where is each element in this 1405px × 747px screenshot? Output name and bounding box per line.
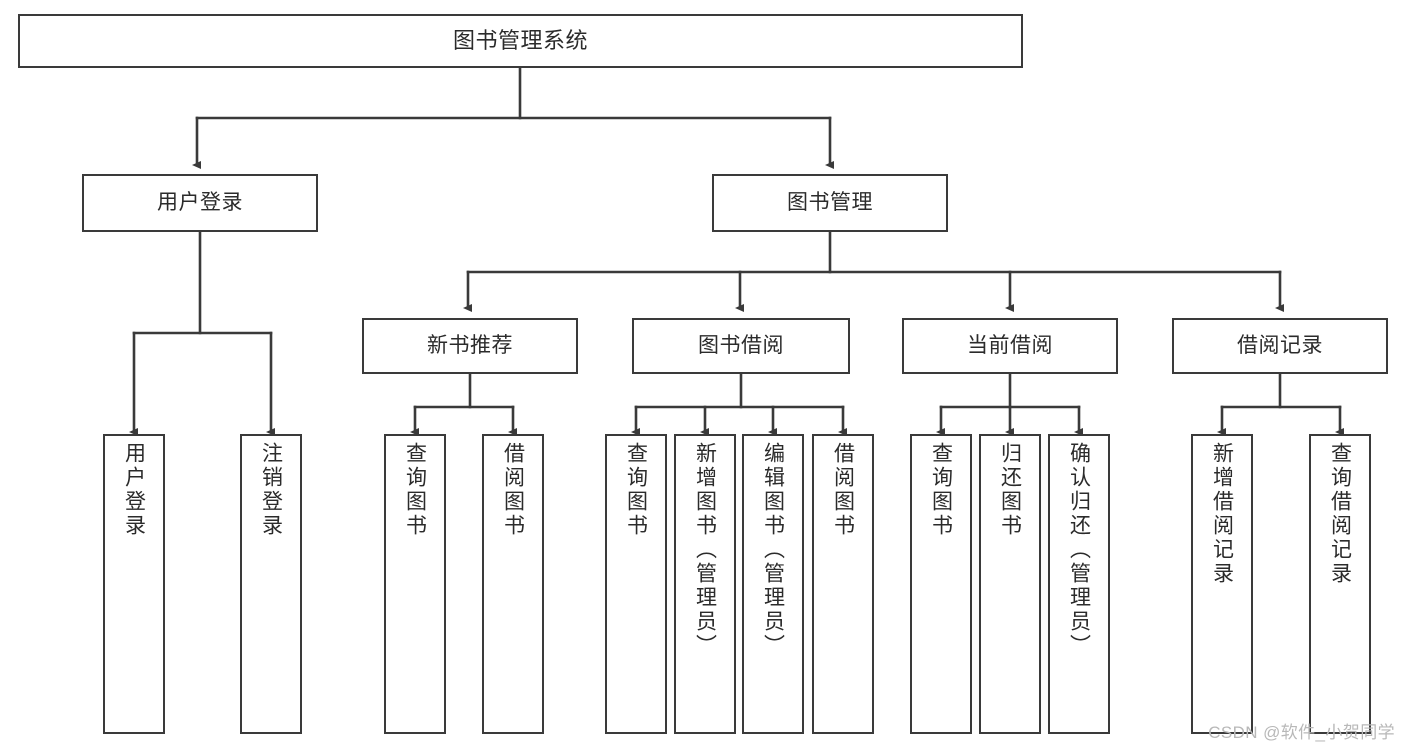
leaf-book-borrow-query-label: 查询图书 <box>624 442 648 538</box>
node-book-borrow-label: 图书借阅 <box>698 334 784 358</box>
node-borrow-record-label: 借阅记录 <box>1237 334 1323 358</box>
node-borrow-record[interactable]: 借阅记录 <box>1172 318 1388 374</box>
leaf-user-login-login[interactable]: 用户登录 <box>103 434 165 734</box>
leaf-book-borrow-edit[interactable]: 编辑图书（管理员） <box>742 434 804 734</box>
leaf-book-borrow-add[interactable]: 新增图书（管理员） <box>674 434 736 734</box>
leaf-new-book-query-label: 查询图书 <box>403 442 427 538</box>
leaf-book-borrow-edit-label: 编辑图书（管理员） <box>761 442 785 658</box>
leaf-current-borrow-confirm[interactable]: 确认归还（管理员） <box>1048 434 1110 734</box>
leaf-user-login-login-label: 用户登录 <box>122 442 146 538</box>
node-current-borrow-label: 当前借阅 <box>967 334 1053 358</box>
leaf-current-borrow-return[interactable]: 归还图书 <box>979 434 1041 734</box>
leaf-current-borrow-query-label: 查询图书 <box>929 442 953 538</box>
leaf-current-borrow-return-label: 归还图书 <box>998 442 1022 538</box>
leaf-current-borrow-confirm-label: 确认归还（管理员） <box>1067 442 1091 658</box>
leaf-new-book-query[interactable]: 查询图书 <box>384 434 446 734</box>
leaf-book-borrow-borrow-label: 借阅图书 <box>831 442 855 538</box>
node-current-borrow[interactable]: 当前借阅 <box>902 318 1118 374</box>
csdn-watermark: CSDN @软件_小贺同学 <box>1208 723 1395 742</box>
node-root-system[interactable]: 图书管理系统 <box>18 14 1023 68</box>
leaf-user-login-logout[interactable]: 注销登录 <box>240 434 302 734</box>
node-root-system-label: 图书管理系统 <box>452 27 588 53</box>
leaf-book-borrow-add-label: 新增图书（管理员） <box>693 442 717 658</box>
leaf-new-book-borrow[interactable]: 借阅图书 <box>482 434 544 734</box>
leaf-current-borrow-query[interactable]: 查询图书 <box>910 434 972 734</box>
leaf-borrow-record-add[interactable]: 新增借阅记录 <box>1191 434 1253 734</box>
node-user-login-label: 用户登录 <box>157 191 243 215</box>
leaf-new-book-borrow-label: 借阅图书 <box>501 442 525 538</box>
leaf-book-borrow-query[interactable]: 查询图书 <box>605 434 667 734</box>
leaf-borrow-record-add-label: 新增借阅记录 <box>1210 442 1234 586</box>
node-book-manage-label: 图书管理 <box>787 191 873 215</box>
node-new-book-recommend-label: 新书推荐 <box>427 334 513 358</box>
node-new-book-recommend[interactable]: 新书推荐 <box>362 318 578 374</box>
leaf-borrow-record-query-label: 查询借阅记录 <box>1328 442 1352 586</box>
node-user-login[interactable]: 用户登录 <box>82 174 318 232</box>
leaf-user-login-logout-label: 注销登录 <box>259 442 283 538</box>
leaf-book-borrow-borrow[interactable]: 借阅图书 <box>812 434 874 734</box>
node-book-manage[interactable]: 图书管理 <box>712 174 948 232</box>
leaf-borrow-record-query[interactable]: 查询借阅记录 <box>1309 434 1371 734</box>
node-book-borrow[interactable]: 图书借阅 <box>632 318 850 374</box>
